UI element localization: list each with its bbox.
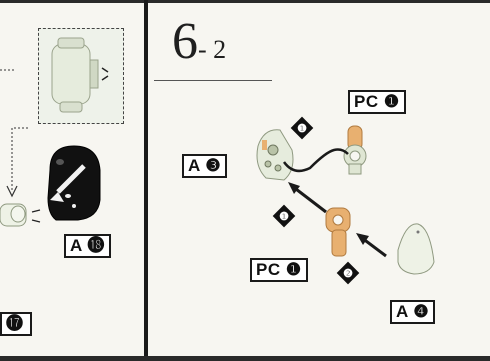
guide-arrow-icon xyxy=(6,185,18,198)
inset-part-icon xyxy=(51,37,109,113)
part-label-a18: A ⓲ xyxy=(64,234,111,258)
part-a3-icon xyxy=(256,129,294,181)
assembly-drawing: ❶ ❶ ❷ xyxy=(256,116,435,285)
part-label-a4: A ❹ xyxy=(390,300,436,324)
helmet-part-icon xyxy=(47,145,101,221)
page-bottom-rule xyxy=(0,356,490,361)
part-pc1-top-icon xyxy=(343,125,367,175)
part-pc1-bottom-icon xyxy=(325,207,351,257)
insert-arrow-1 xyxy=(291,184,327,214)
step-number-badge-17: ⓱ xyxy=(0,312,32,336)
insert-arrow-2 xyxy=(361,236,387,258)
insert-arrow-2-head xyxy=(356,233,369,245)
step-title-underline xyxy=(154,80,272,81)
step-number: 6 xyxy=(172,13,198,70)
left-panel-drawing xyxy=(0,37,109,227)
order-mark-1a: ❶ xyxy=(297,123,307,135)
insert-arrow-1-head xyxy=(288,182,300,194)
part-label-pc1-top: PC ❶ xyxy=(348,90,406,114)
part-label-pc1-bottom: PC ❶ xyxy=(250,258,308,282)
panel-divider xyxy=(144,0,148,361)
order-mark-2: ❷ xyxy=(343,268,353,280)
left-panel: A ⓲ ⓱ xyxy=(0,0,144,361)
guide-dashed-line xyxy=(11,127,28,192)
step-subnumber: - 2 xyxy=(198,35,227,64)
step-title: 6- 2 xyxy=(172,12,226,72)
part-a4-icon xyxy=(397,223,435,275)
order-mark-1b: ❶ xyxy=(279,211,289,223)
page-top-rule xyxy=(0,0,490,3)
right-panel: 6- 2 xyxy=(150,0,490,361)
connector-line xyxy=(282,148,349,173)
part-label-a3: A ❸ xyxy=(182,154,228,178)
small-part-icon xyxy=(0,203,41,227)
